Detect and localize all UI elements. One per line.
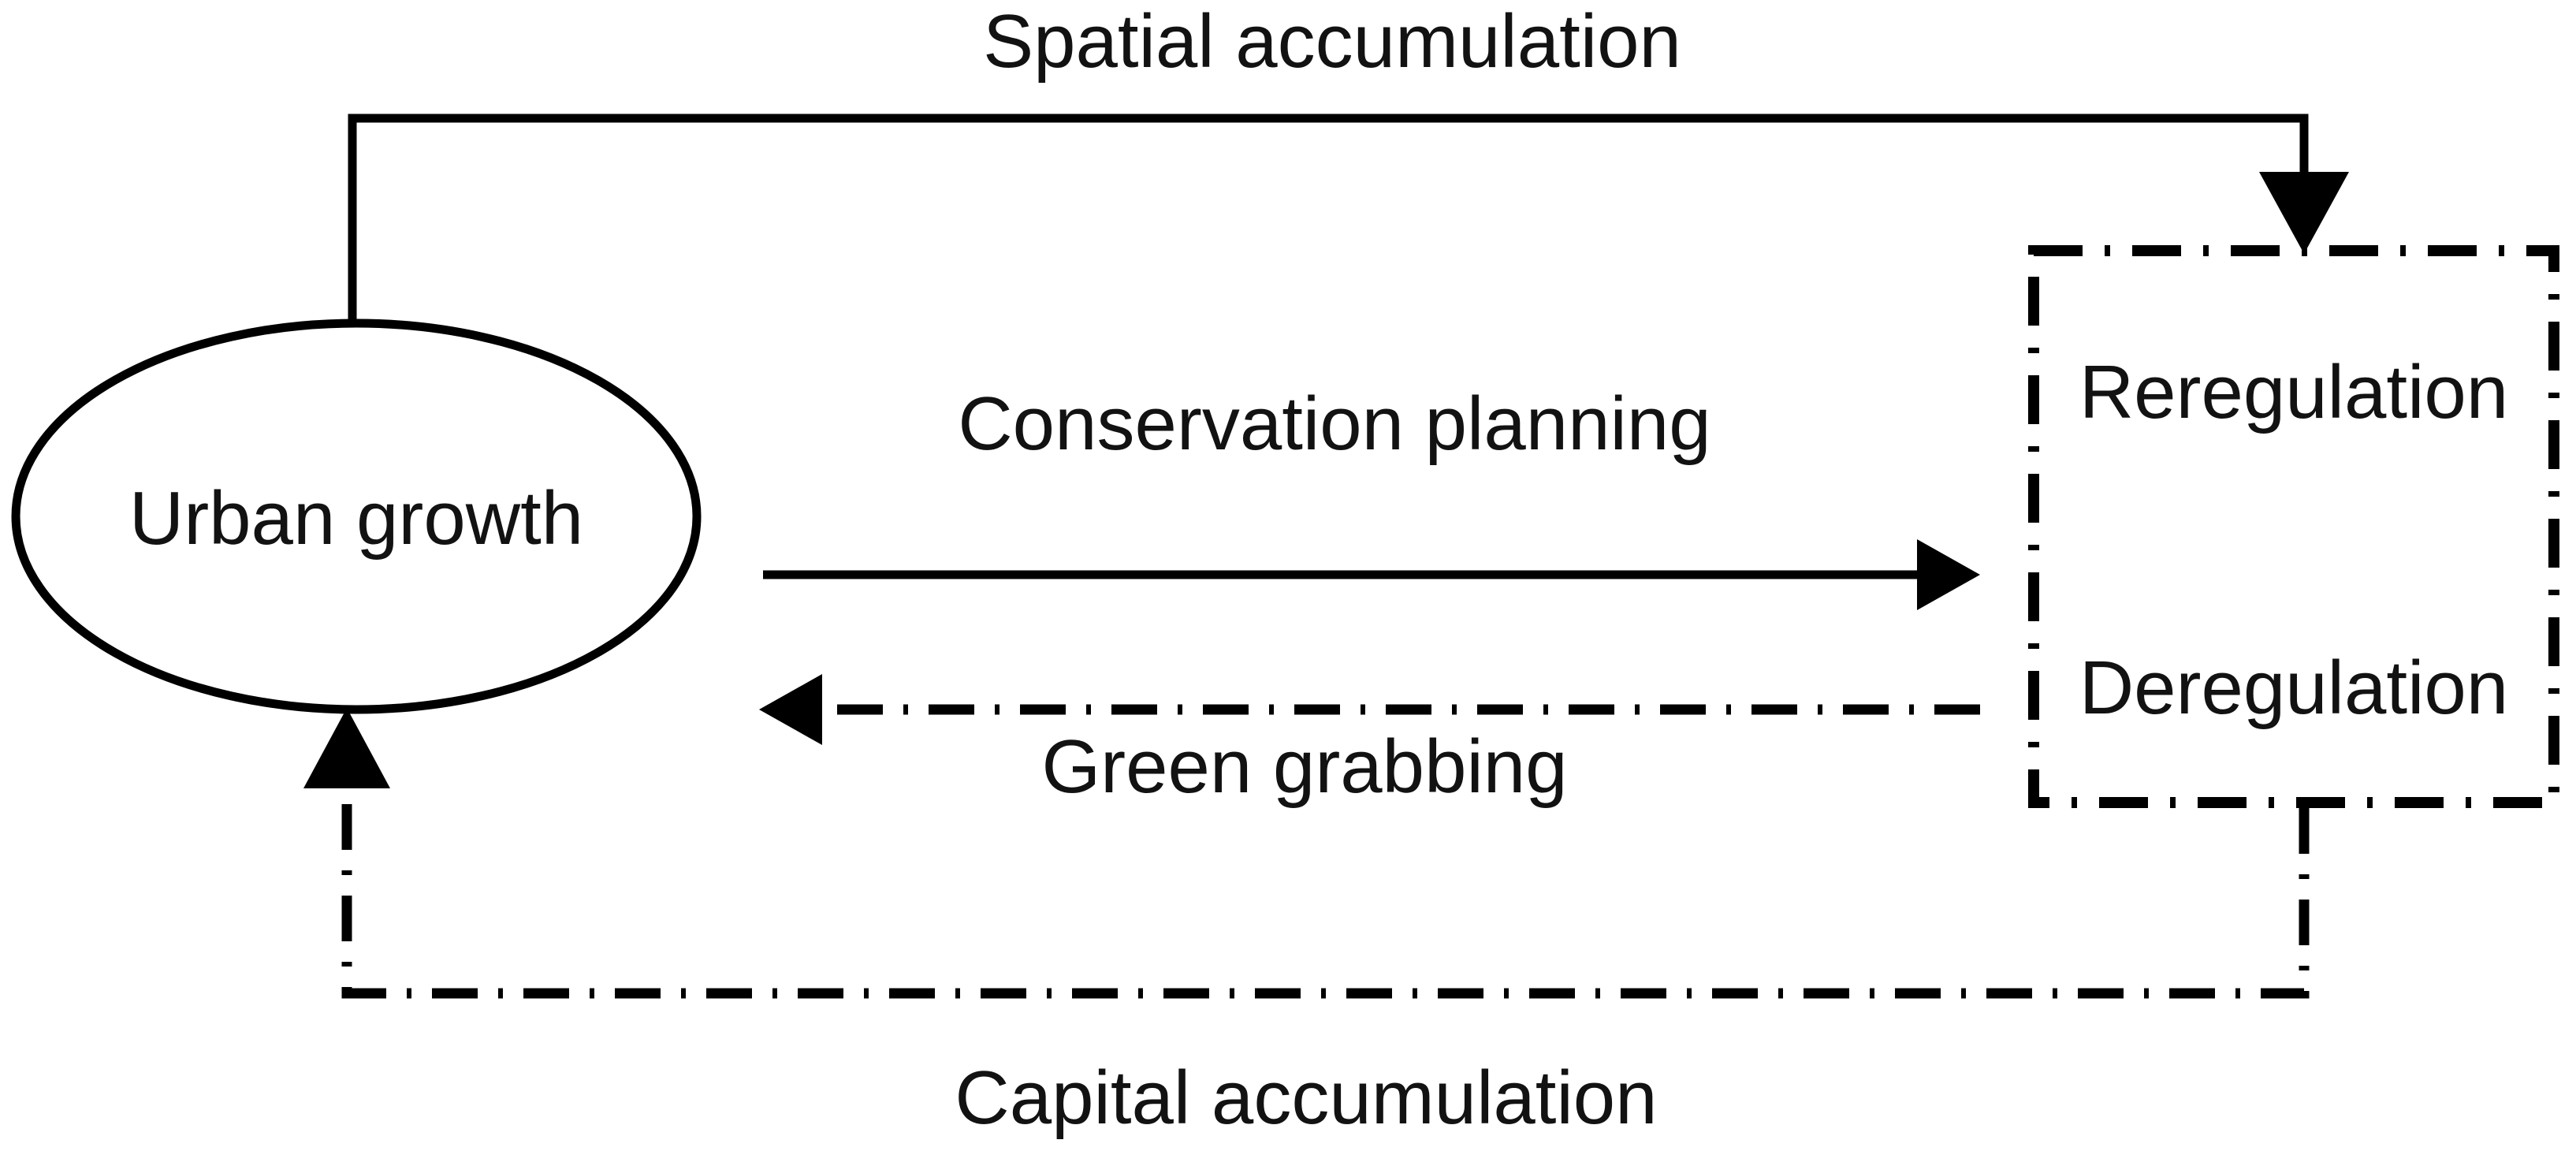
deregulation-label: Deregulation [2079,646,2508,730]
capital-accumulation-label: Capital accumulation [955,1056,1657,1140]
urban-growth-label: Urban growth [129,476,583,561]
urban-growth-ellipse[interactable] [11,318,702,714]
spatial-accumulation-label: Spatial accumulation [983,0,1681,84]
node-regulation-box[interactable]: Reregulation Deregulation [2028,245,2559,808]
edge-capital-accumulation [303,708,2310,999]
capital-accumulation-path [341,757,2310,999]
green-grabbing-label: Green grabbing [1041,724,1567,809]
node-urban-growth[interactable]: Urban growth [11,318,702,714]
conservation-planning-label: Conservation planning [958,382,1711,466]
green-grabbing-arrowhead-icon [759,674,822,745]
conservation-planning-arrowhead-icon [1917,539,1980,610]
edge-conservation-planning [763,539,1980,610]
regulation-box-background [2034,251,2554,803]
edge-spatial-accumulation [348,114,2349,327]
edge-green-grabbing [759,674,1980,745]
capital-accumulation-arrowhead-icon [303,708,390,788]
reregulation-label: Reregulation [2079,350,2508,434]
spatial-accumulation-path [348,114,2309,327]
regulation-box-border[interactable] [2028,245,2559,808]
spatial-accumulation-arrowhead-icon [2259,172,2349,254]
